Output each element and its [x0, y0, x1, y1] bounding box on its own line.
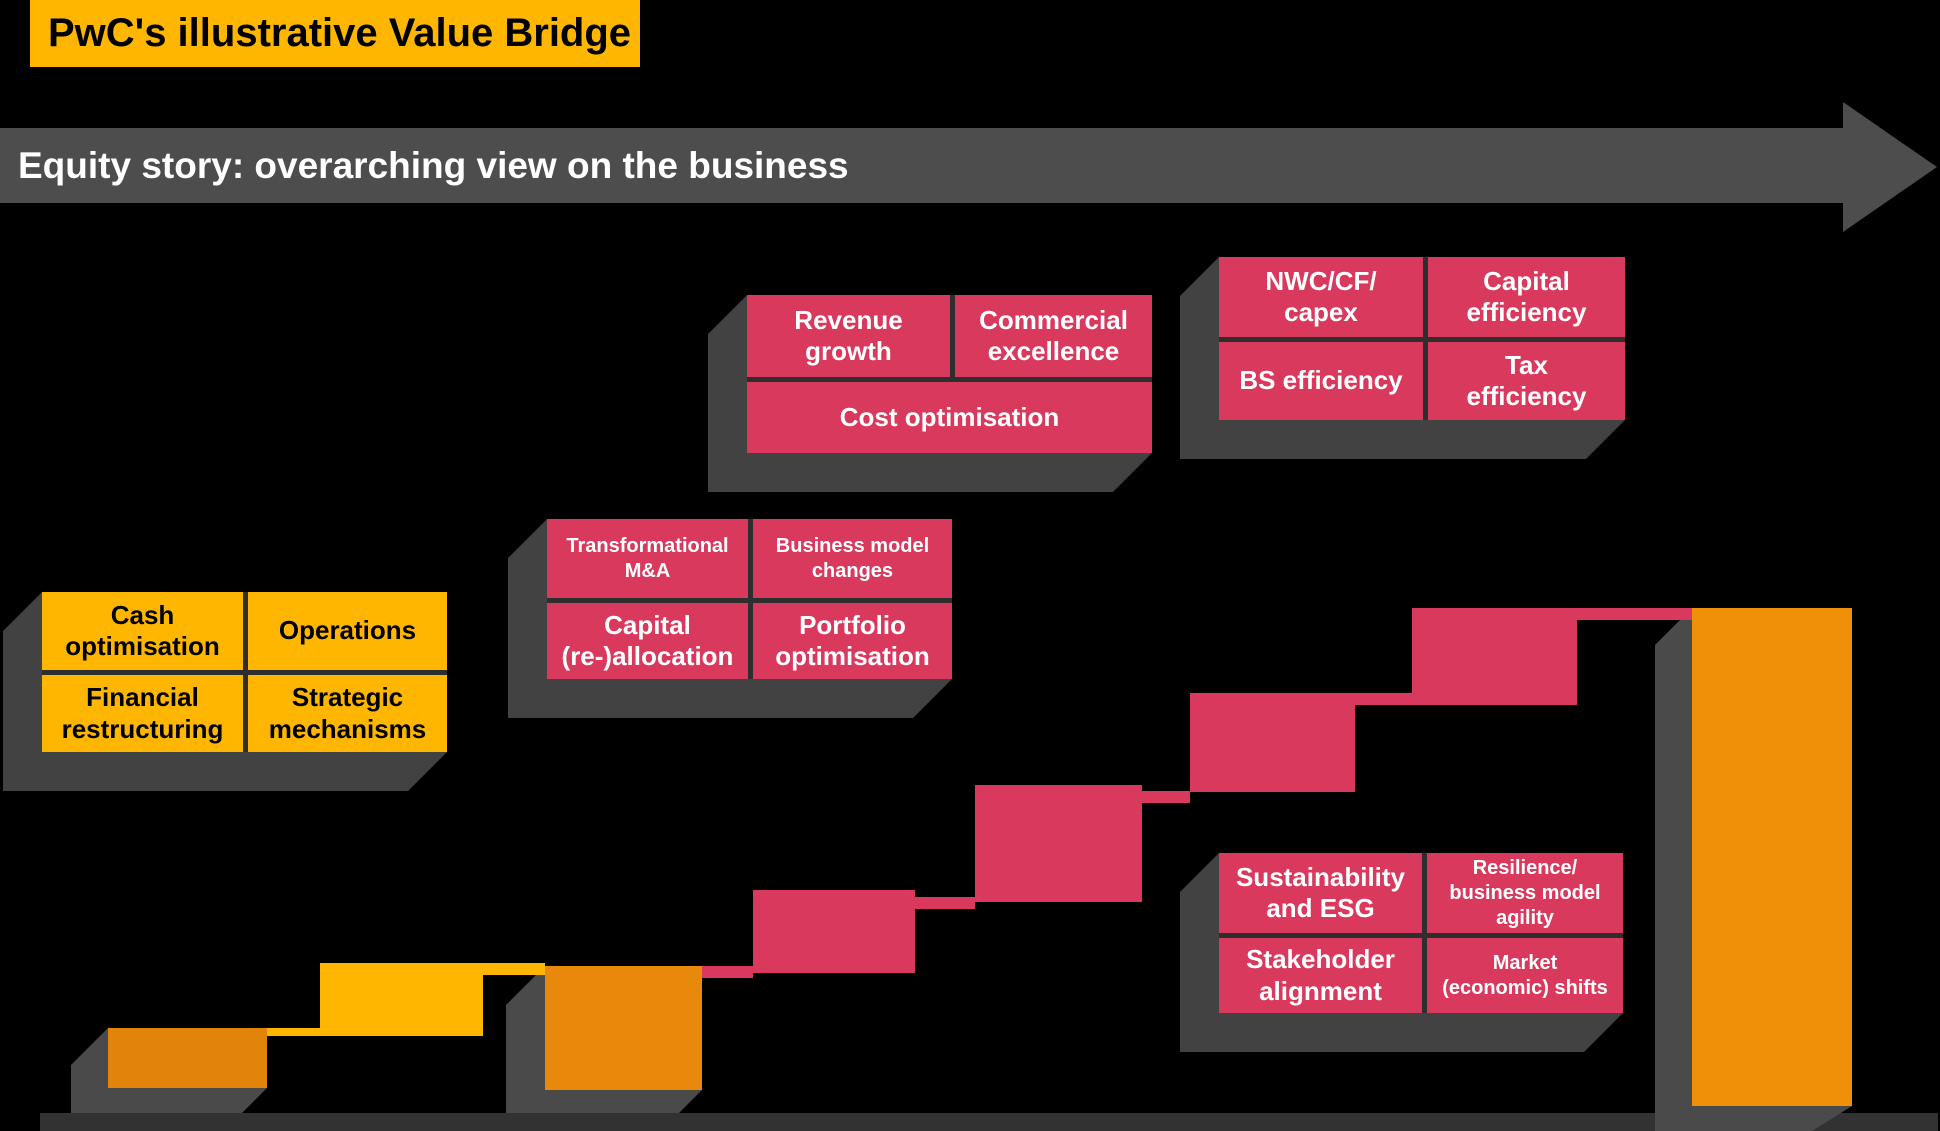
- connector-step3-to-step4: [1355, 693, 1412, 705]
- cell-cost-optimisation: Cost optimisation: [747, 382, 1152, 453]
- cell-portfolio-optimisation: Portfolio optimisation: [753, 603, 952, 679]
- page-title-text: PwC's illustrative Value Bridge: [48, 11, 632, 55]
- waterfall-bridge-step-4: [1412, 608, 1577, 705]
- equity-arrow: [0, 102, 1937, 232]
- connector-step4-to-result: [1577, 608, 1692, 620]
- cell-cash-optimisation: Cash optimisation: [42, 592, 243, 670]
- cell-tax-efficiency: Tax efficiency: [1428, 342, 1625, 420]
- cell-revenue-growth: Revenue growth: [747, 295, 950, 377]
- cell-market-shifts: Market (economic) shifts: [1427, 938, 1623, 1013]
- cell-capital-efficiency: Capital efficiency: [1428, 257, 1625, 337]
- cell-sustainability-esg: Sustainability and ESG: [1219, 853, 1422, 933]
- waterfall-base-bar: [545, 966, 702, 1090]
- cell-transformational-ma: Transformational M&A: [547, 519, 748, 598]
- waterfall-bridge-step-2: [975, 785, 1142, 902]
- connector-base-to-step1: [702, 966, 753, 978]
- cell-resilience-agility: Resilience/ business model agility: [1427, 853, 1623, 933]
- group-value-creation: Revenue growth Commercial excellence Cos…: [747, 295, 1152, 453]
- cell-operations: Operations: [248, 592, 447, 670]
- cell-stakeholder-alignment: Stakeholder alignment: [1219, 938, 1422, 1013]
- connector-step1-to-step2: [915, 897, 975, 909]
- waterfall-start-bar: [108, 1028, 267, 1088]
- ground-baseline: [40, 1113, 1938, 1131]
- page-title: PwC's illustrative Value Bridge: [30, 0, 640, 67]
- group-capital-efficiency: NWC/CF/ capex Capital efficiency BS effi…: [1219, 257, 1625, 420]
- cell-commercial-excellence: Commercial excellence: [955, 295, 1152, 377]
- cell-capital-reallocation: Capital (re-)allocation: [547, 603, 748, 679]
- cell-bs-efficiency: BS efficiency: [1219, 342, 1423, 420]
- waterfall-bridge-step-3: [1190, 693, 1355, 792]
- group-external-factors: Sustainability and ESG Resilience/ busin…: [1219, 853, 1623, 1013]
- cell-strategic-mechanisms: Strategic mechanisms: [248, 675, 447, 752]
- cell-nwc-cf-capex: NWC/CF/ capex: [1219, 257, 1423, 337]
- waterfall-bridge-step-1: [753, 890, 915, 973]
- cell-financial-restructuring: Financial restructuring: [42, 675, 243, 752]
- group-value-protection: Cash optimisation Operations Financial r…: [42, 592, 447, 752]
- waterfall-result-bar: [1692, 608, 1852, 1106]
- group-portfolio-strategy: Transformational M&A Business model chan…: [547, 519, 952, 679]
- connector-yellow-to-base: [483, 963, 545, 975]
- equity-arrow-label: Equity story: overarching view on the bu…: [18, 144, 849, 186]
- connector-start-to-yellow: [267, 1028, 320, 1036]
- connector-step2-to-step3: [1142, 791, 1190, 803]
- cell-business-model-changes: Business model changes: [753, 519, 952, 598]
- waterfall-step-yellow: [320, 963, 483, 1036]
